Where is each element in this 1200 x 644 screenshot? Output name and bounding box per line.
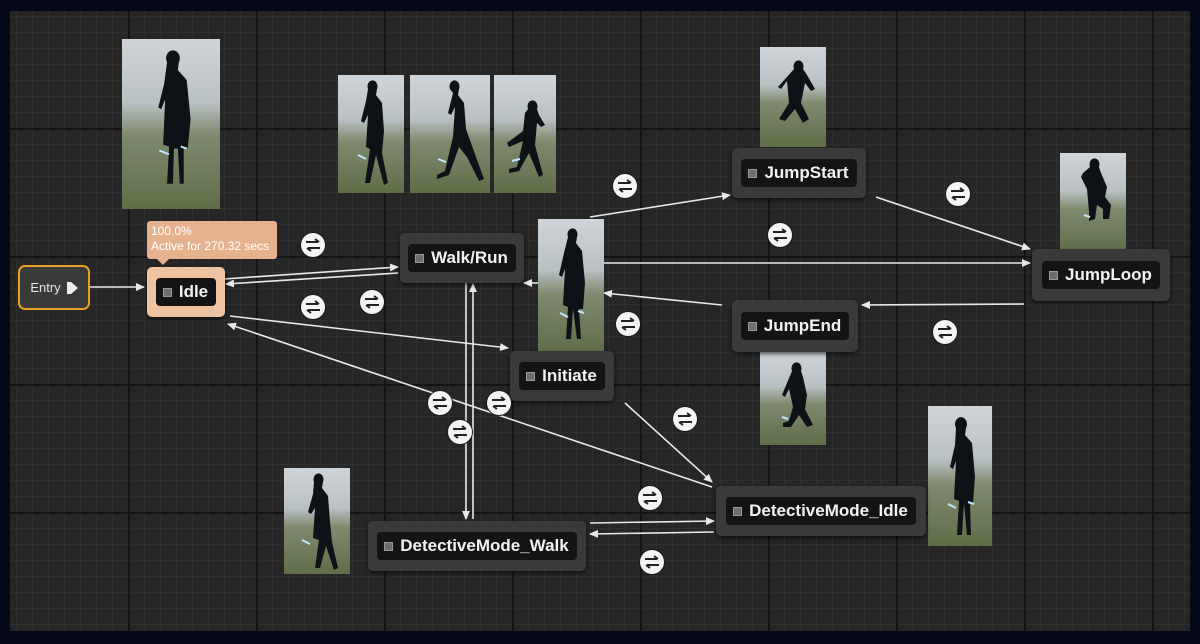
wire-detidle-idle — [227, 322, 713, 488]
transition-rule-icon[interactable] — [428, 391, 452, 415]
run-pose-thumbnail — [494, 75, 556, 193]
state-node-detective-mode-idle[interactable]: DetectiveMode_Idle — [716, 486, 926, 536]
state-square-icon — [162, 287, 172, 297]
state-label: Walk/Run — [431, 248, 508, 267]
transition-rule-icon[interactable] — [673, 407, 697, 431]
transition-rule-icon[interactable] — [301, 295, 325, 319]
wire-detwalk-detidle — [589, 517, 715, 526]
wire-walkrun-idle — [225, 272, 399, 288]
wire-idle-initiate — [229, 315, 509, 352]
state-label: Idle — [178, 282, 209, 301]
transition-rule-icon[interactable] — [946, 182, 970, 206]
wire-initiate-jumpstart — [589, 192, 731, 218]
entry-label: Entry — [30, 280, 61, 295]
wire-jumploop-jumpend — [861, 300, 1025, 309]
walk-pose-thumbnail-2 — [410, 75, 490, 193]
state-node-jump-start[interactable]: JumpStart — [732, 148, 866, 198]
state-square-icon — [415, 253, 425, 263]
transition-rule-icon[interactable] — [360, 290, 384, 314]
transition-wires — [90, 192, 1031, 538]
state-node-initiate[interactable]: Initiate — [510, 351, 614, 401]
state-label: DetectiveMode_Idle — [749, 501, 908, 520]
transition-rule-icon[interactable] — [768, 223, 792, 247]
state-label: Initiate — [542, 366, 597, 385]
state-square-icon — [526, 371, 536, 381]
detective-idle-pose-thumbnail — [928, 406, 992, 546]
transition-rule-icon[interactable] — [640, 550, 664, 574]
state-label: JumpStart — [764, 163, 849, 182]
state-square-icon — [733, 506, 743, 516]
tooltip-weight: 100.0% — [151, 224, 192, 238]
transition-rule-icon[interactable] — [613, 174, 637, 198]
transition-rule-icon[interactable] — [448, 420, 472, 444]
detective-walk-pose-thumbnail — [284, 468, 350, 574]
transition-rule-icon[interactable] — [487, 391, 511, 415]
transition-rule-icon[interactable] — [301, 233, 325, 257]
state-node-detective-mode-walk[interactable]: DetectiveMode_Walk — [368, 521, 586, 571]
transition-rule-icon[interactable] — [933, 320, 957, 344]
wire-jumpend-initiate — [603, 289, 723, 306]
wire-detidle-detwalk — [589, 529, 715, 538]
state-node-jump-loop[interactable]: JumpLoop — [1032, 249, 1170, 301]
active-state-tooltip: 100.0% Active for 270.32 secs — [147, 221, 277, 265]
initiate-pose-thumbnail — [538, 219, 604, 353]
transition-rule-icon[interactable] — [616, 312, 640, 336]
state-square-icon — [1049, 270, 1059, 280]
state-machine-graph[interactable]: 100.0% Active for 270.32 secs Entry Idle… — [10, 11, 1190, 631]
state-node-jump-end[interactable]: JumpEnd — [732, 300, 858, 352]
idle-pose-thumbnail — [122, 39, 220, 209]
wire-idle-walkrun — [223, 263, 399, 280]
state-square-icon — [748, 168, 758, 178]
entry-node[interactable]: Entry — [18, 265, 90, 310]
state-square-icon — [384, 541, 394, 551]
wire-initiate-detidle — [624, 402, 713, 483]
jump-end-pose-thumbnail — [760, 351, 826, 445]
transition-rule-icon[interactable] — [638, 486, 662, 510]
state-label: DetectiveMode_Walk — [400, 536, 569, 555]
state-node-walk-run[interactable]: Walk/Run — [400, 233, 524, 283]
state-node-idle[interactable]: Idle — [147, 267, 225, 317]
state-square-icon — [747, 321, 757, 331]
jump-loop-pose-thumbnail — [1060, 153, 1126, 253]
walk-pose-thumbnail-1 — [338, 75, 404, 193]
jump-start-pose-thumbnail — [760, 47, 826, 147]
state-label: JumpEnd — [763, 316, 842, 335]
exec-pin-icon[interactable] — [66, 281, 78, 294]
wire-jumpstart-jumploop — [875, 196, 1031, 251]
state-label: JumpLoop — [1065, 265, 1152, 284]
tooltip-active-time: Active for 270.32 secs — [151, 239, 270, 253]
